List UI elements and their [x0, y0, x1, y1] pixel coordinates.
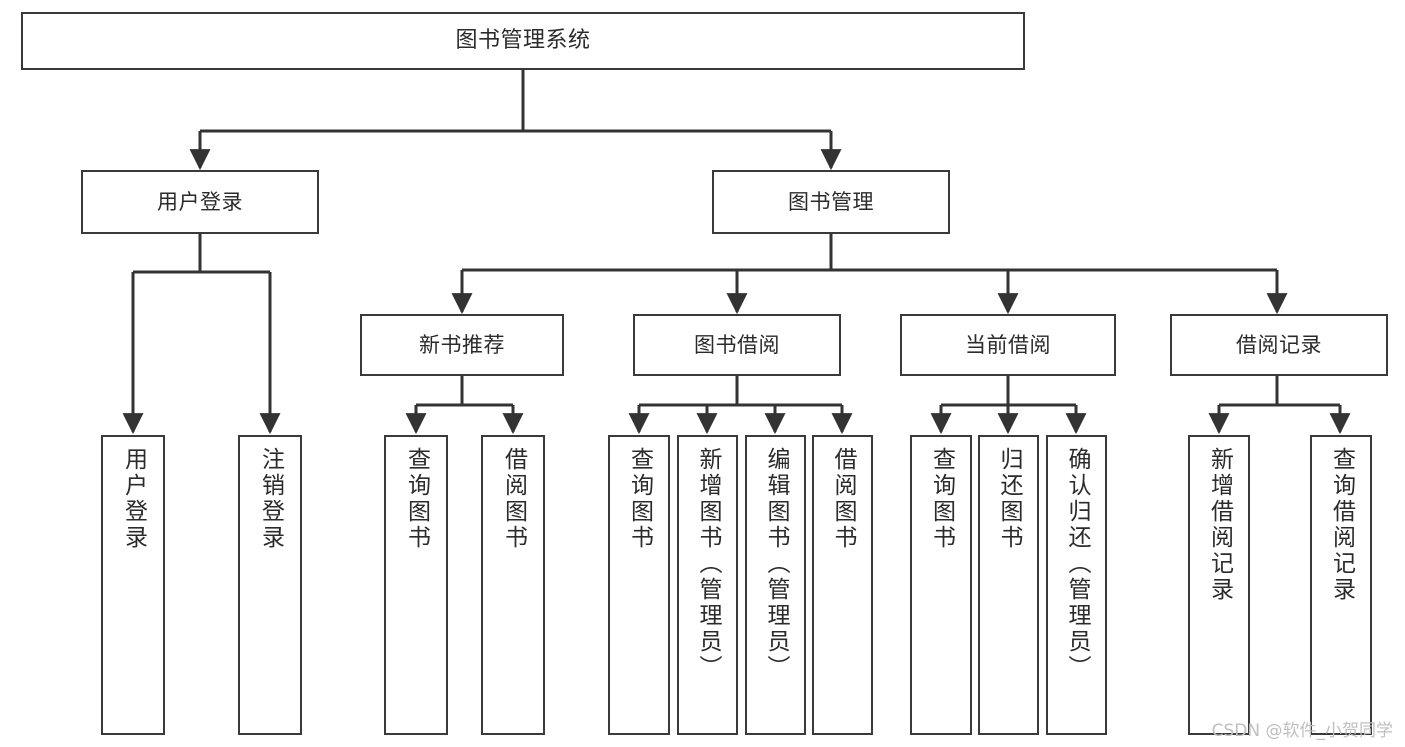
node-label: 查询图书 — [626, 447, 653, 551]
node-leaf-new-book-query[interactable]: 查询图书 — [384, 435, 448, 735]
node-label: 编辑图书（管理员） — [763, 447, 789, 681]
node-label: 借阅记录 — [1236, 332, 1322, 357]
node-leaf-book-borrow-edit[interactable]: 编辑图书（管理员） — [745, 435, 806, 735]
node-leaf-borrow-record-add[interactable]: 新增借阅记录 — [1188, 435, 1250, 735]
node-label: 借阅图书 — [830, 447, 856, 551]
node-leaf-book-borrow-borrow[interactable]: 借阅图书 — [812, 435, 873, 735]
node-label: 借阅图书 — [500, 447, 527, 551]
node-leaf-user-login-signout[interactable]: 注销登录 — [238, 435, 302, 735]
node-leaf-current-borrow-return[interactable]: 归还图书 — [978, 435, 1039, 735]
node-leaf-current-borrow-confirm[interactable]: 确认归还（管理员） — [1046, 435, 1107, 735]
node-label: 新增图书（管理员） — [695, 447, 721, 681]
csdn-watermark: CSDN @软件_小贺同学 — [1211, 721, 1393, 741]
node-leaf-borrow-record-query[interactable]: 查询借阅记录 — [1310, 435, 1372, 735]
node-label: 当前借阅 — [965, 332, 1051, 357]
node-label: 归还图书 — [996, 447, 1022, 551]
node-label: 确认归还（管理员） — [1064, 447, 1090, 681]
node-root-book-management-system[interactable]: 图书管理系统 — [21, 12, 1025, 70]
node-leaf-book-borrow-add[interactable]: 新增图书（管理员） — [677, 435, 738, 735]
node-user-login[interactable]: 用户登录 — [81, 170, 319, 234]
node-borrow-record[interactable]: 借阅记录 — [1170, 314, 1388, 376]
node-label: 图书借阅 — [694, 332, 780, 357]
node-label: 查询图书 — [928, 447, 955, 551]
node-leaf-current-borrow-query[interactable]: 查询图书 — [910, 435, 972, 735]
node-label: 新书推荐 — [419, 332, 505, 357]
node-label: 注销登录 — [257, 447, 284, 551]
node-label: 查询借阅记录 — [1328, 447, 1355, 603]
node-new-book-recommend[interactable]: 新书推荐 — [360, 314, 564, 376]
node-label: 查询图书 — [403, 447, 430, 551]
node-current-borrow[interactable]: 当前借阅 — [900, 314, 1116, 376]
node-label: 图书管理 — [788, 189, 874, 214]
node-leaf-new-book-borrow[interactable]: 借阅图书 — [481, 435, 545, 735]
node-label: 新增借阅记录 — [1206, 447, 1233, 603]
node-label: 图书管理系统 — [455, 28, 591, 54]
node-label: 用户登录 — [157, 189, 243, 214]
node-label: 用户登录 — [120, 447, 147, 551]
node-book-borrow[interactable]: 图书借阅 — [633, 314, 841, 376]
node-book-management[interactable]: 图书管理 — [712, 170, 950, 234]
node-leaf-book-borrow-query[interactable]: 查询图书 — [608, 435, 670, 735]
node-leaf-user-login-signin[interactable]: 用户登录 — [101, 435, 165, 735]
